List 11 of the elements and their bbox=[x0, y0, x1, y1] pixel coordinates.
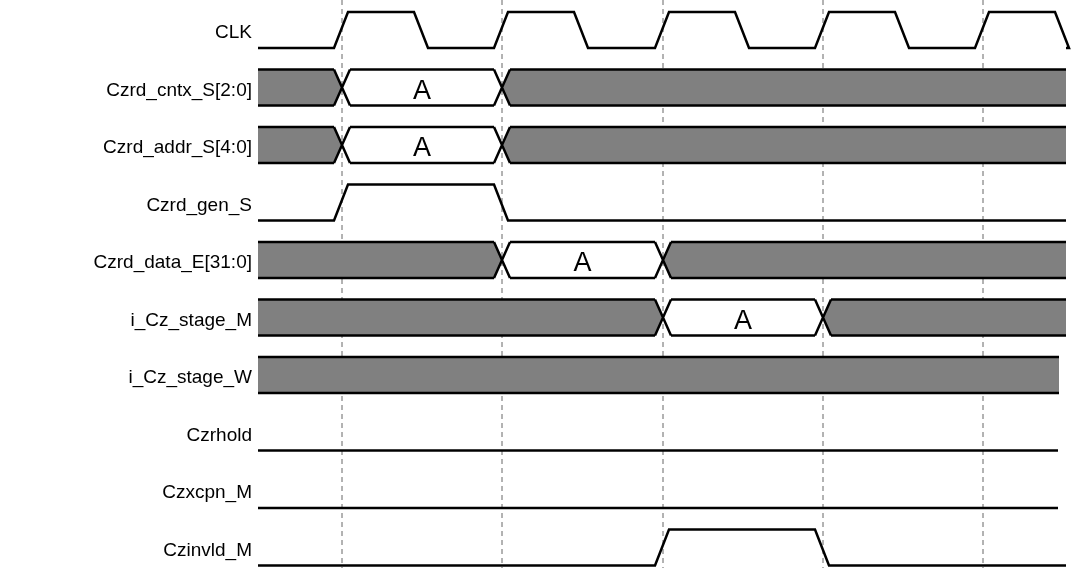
signal-name: Czrhold bbox=[186, 424, 252, 443]
signal-name: i_Cz_stage_W bbox=[128, 366, 252, 386]
signal-name: Czrd_addr_S[4:0] bbox=[103, 136, 252, 156]
bus-value: A bbox=[573, 248, 592, 276]
signal-name: Czinvld_M bbox=[163, 539, 252, 558]
bus-value: A bbox=[734, 306, 752, 333]
bus-value: A bbox=[413, 133, 431, 161]
bus-value: A bbox=[413, 76, 431, 103]
signal-name: Czxcpn_M bbox=[162, 481, 252, 501]
signal-name: Czrd_data_E[31:0] bbox=[93, 251, 252, 271]
signal-name: CLK bbox=[215, 21, 252, 41]
